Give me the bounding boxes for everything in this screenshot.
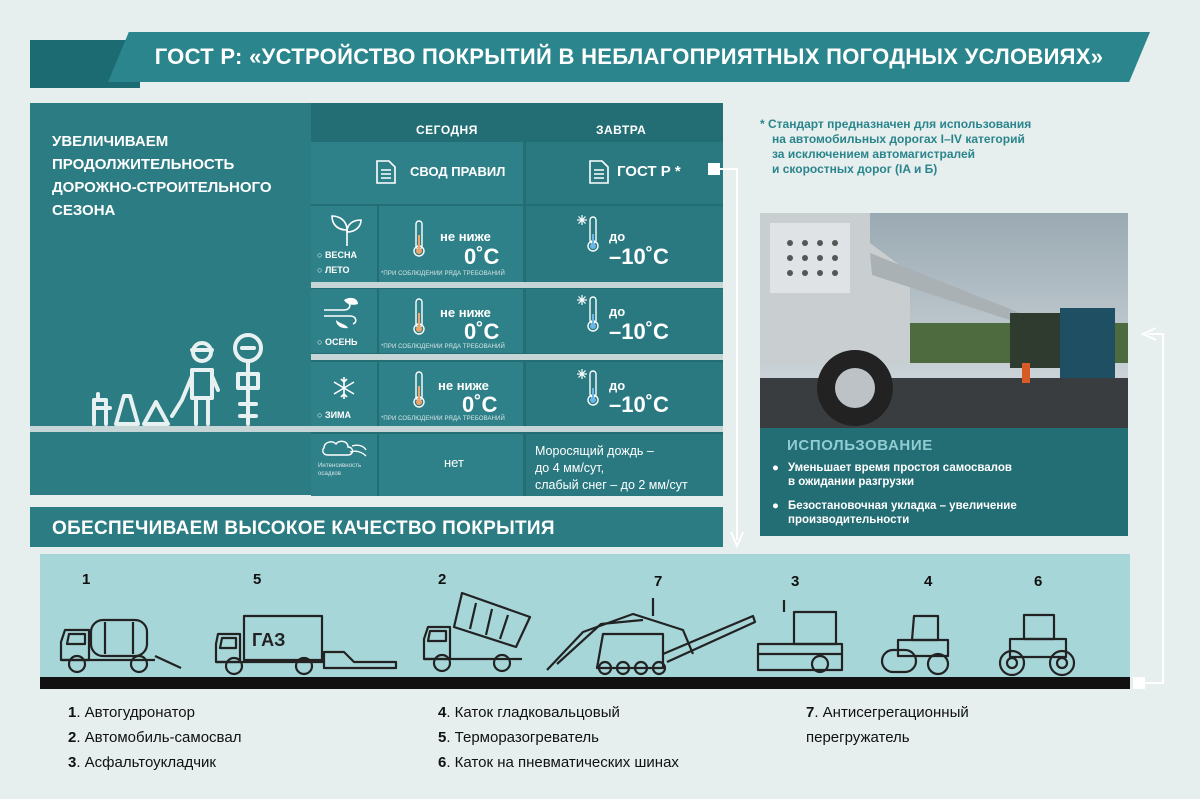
legend-col-3: 7. Антисегрегационный перегружатель [806,700,969,750]
cold-thermometer-icon [577,369,599,406]
vehicle-number: 1 [82,571,91,588]
legend-col-2: 4. Каток гладковальцовый 5. Терморазогре… [438,700,679,775]
vehicle-number: 7 [654,573,663,590]
tomorrow-temp-cell [526,289,723,353]
usage-title: ИСПОЛЬЗОВАНИЕ [787,437,933,454]
col-today-header: СЕГОДНЯ [416,123,478,137]
legend-item: 4. Каток гладковальцовый [438,704,620,721]
season-icon-cell [311,206,377,282]
today-note: *ПРИ СОБЛЮДЕНИИ РЯДА ТРЕБОВАНИЙ [381,344,505,350]
precipitation-icon [322,440,367,457]
machinery-strip [40,554,1130,678]
document-icon [589,160,609,184]
tomorrow-temp-cell [526,362,723,426]
doc-today-label: СВОД ПРАВИЛ [410,164,506,179]
tomorrow-temp-value: –10˚С [609,319,669,344]
paver-icon [756,600,844,674]
thermometer-icon [413,298,425,335]
tomorrow-prefix: до [609,229,626,244]
legend-item: 2. Автомобиль-самосвал [68,729,242,746]
legend-item: 5. Терморазогреватель [438,729,599,746]
sprout-icon [331,215,362,246]
ground-line [30,426,723,432]
vehicle-number: 6 [1034,573,1043,590]
tomorrow-prefix: до [609,304,626,319]
bitumen-distributor-icon [59,618,182,674]
legend-item: 1. Автогудронатор [68,704,195,721]
season-icon-cell [311,289,377,353]
usage-item: ● Безостановочная укладка – увеличение п… [772,500,1017,526]
today-temp-cell [379,289,523,353]
quality-title-bg [30,507,723,547]
legend-item: 6. Каток на пневматических шинах [438,754,679,771]
feeder-photo-illustration [760,213,1128,428]
today-temp-value: 0˚С [464,244,500,269]
today-prefix: не ниже [438,378,489,393]
precip-tomorrow: Моросящий дождь – до 4 мм/сут, слабый сн… [535,444,688,492]
legend-col-1: 1. Автогудронатор 2. Автомобиль-самосвал… [68,700,241,775]
snowflake-icon [333,377,355,399]
road-worker-illustration [92,333,263,426]
document-icon [376,160,396,184]
today-temp-value: 0˚С [464,319,500,344]
legend-item: перегружатель [806,729,910,746]
leaves-wind-icon [324,297,358,329]
pneumatic-roller-icon [998,613,1076,677]
season-label-summer: ○ ЛЕТО [317,265,350,275]
today-temp-cell [379,362,523,426]
today-temp-cell [379,206,523,282]
vehicle-number: 3 [791,573,800,590]
vehicle-number: 4 [924,573,933,590]
machine-photo [760,213,1128,428]
precip-icon-cell [311,434,377,496]
vehicle-number: 2 [438,571,447,588]
tomorrow-temp-cell [526,206,723,282]
doc-tomorrow-label: ГОСТ Р * [617,163,681,180]
smooth-roller-icon [880,614,950,676]
precip-today: нет [444,455,464,470]
today-prefix: не ниже [440,305,491,320]
today-temp-value: 0˚С [462,392,498,417]
today-note: *ПРИ СОБЛЮДЕНИИ РЯДА ТРЕБОВАНИЙ [381,271,505,277]
season-label-winter: ○ ЗИМА [317,410,352,420]
cold-thermometer-icon [577,215,599,252]
cold-thermometer-icon [577,295,599,332]
row-divider [311,282,723,288]
tomorrow-prefix: до [609,378,626,393]
gaz-label: ГАЗ [252,630,285,650]
standard-note: * Стандарт предназначен для использовани… [760,117,1032,176]
usage-item: ● Уменьшает время простоя самосвалов в о… [772,462,1012,488]
doc-tomorrow-cell [526,142,723,204]
vehicle-number: 5 [253,571,262,588]
season-label-autumn: ○ ОСЕНЬ [317,337,358,347]
season-title: УВЕЛИЧИВАЕМ ПРОДОЛЖИТЕЛЬНОСТЬ ДОРОЖНО-СТ… [52,133,272,219]
season-label-spring: ○ ВЕСНА [317,250,357,260]
thermometer-icon [413,371,425,408]
feeder-icon [546,598,757,676]
thermometer-icon [413,220,425,257]
usage-panel [760,428,1128,536]
today-note: *ПРИ СОБЛЮДЕНИИ РЯДА ТРЕБОВАНИЙ [381,416,505,422]
page-title: ГОСТ Р: «УСТРОЙСТВО ПОКРЫТИЙ В НЕБЛАГОПР… [154,44,1104,69]
road-line [40,677,1130,689]
tomorrow-temp-value: –10˚С [609,244,669,269]
thermal-heater-icon: ГАЗ [214,614,398,676]
precip-tomorrow-cell [526,434,723,496]
header-bar: ГОСТ Р: «УСТРОЙСТВО ПОКРЫТИЙ В НЕБЛАГОПР… [108,32,1150,82]
legend-item: 7. Антисегрегационный [806,704,969,721]
col-tomorrow-header: ЗАВТРА [596,123,647,137]
dump-truck-icon [422,591,532,673]
tomorrow-temp-value: –10˚С [609,392,669,417]
today-prefix: не ниже [440,229,491,244]
quality-title: ОБЕСПЕЧИВАЕМ ВЫСОКОЕ КАЧЕСТВО ПОКРЫТИЯ [52,518,555,539]
doc-today-cell [311,142,523,204]
precip-today-cell [379,434,523,496]
row-divider [311,354,723,360]
legend-item: 3. Асфальтоукладчик [68,754,216,771]
precip-label: Интенсивность осадков [318,463,362,477]
